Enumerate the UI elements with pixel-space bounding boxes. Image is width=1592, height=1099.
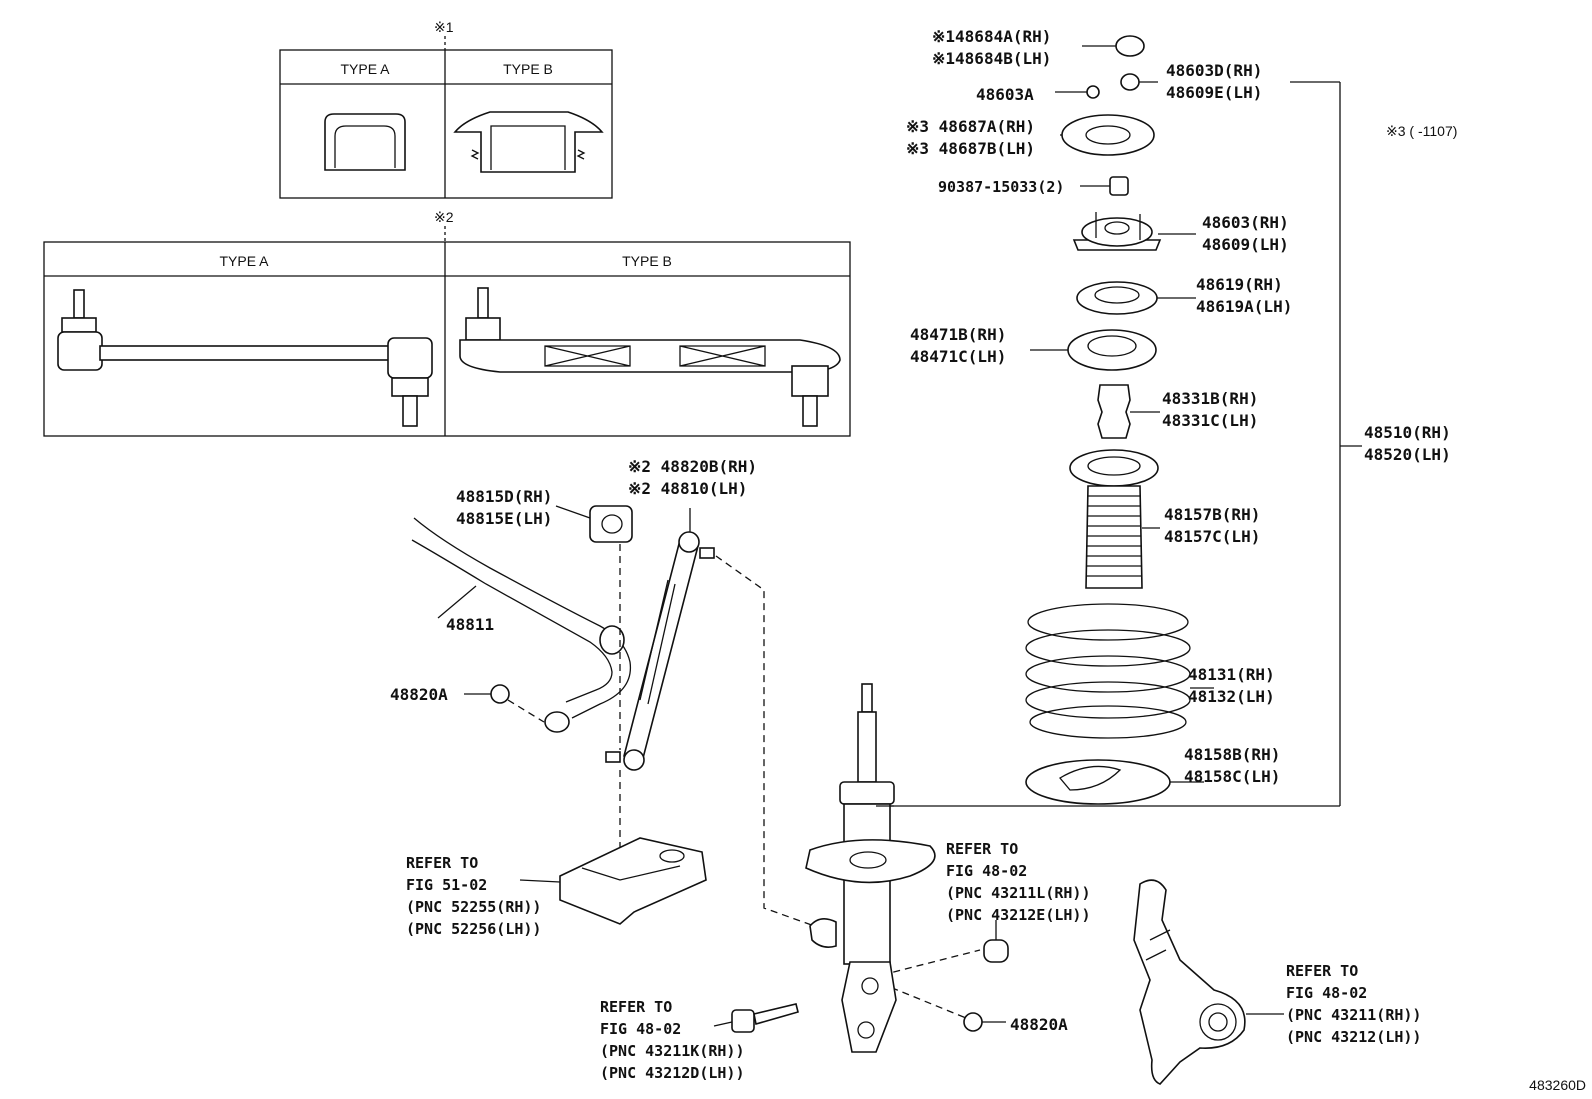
crossmember-52255 (519, 837, 707, 925)
stabilizer-bar-48811 (413, 517, 632, 719)
assembly-bracket (876, 81, 1362, 807)
steering-knuckle-43211 (1133, 879, 1284, 1085)
label-48157c: 48157C(LH) (1164, 527, 1260, 546)
label-90387: 90387-15033(2) (938, 178, 1064, 196)
box2-type-b: TYPE B (622, 253, 672, 269)
reference-labels: REFER TO FIG 51-02 (PNC 52255(RH)) (PNC … (406, 840, 1421, 1082)
ref1-line3: (PNC 52255(RH)) (406, 898, 541, 916)
label-48811: 48811 (446, 615, 494, 634)
label-48157b: 48157B(RH) (1164, 505, 1260, 524)
label-48520: 48520(LH) (1364, 445, 1451, 464)
bumper-48331 (1097, 384, 1131, 439)
label-48684a: ※148684A(RH) (932, 27, 1051, 46)
label-48331c: 48331C(LH) (1162, 411, 1258, 430)
label-48471b: 48471B(RH) (910, 325, 1006, 344)
box2-type-a: TYPE A (219, 253, 269, 269)
label-48609e: 48609E(LH) (1166, 83, 1262, 102)
label-48132: 48132(LH) (1188, 687, 1275, 706)
box1-type-a: TYPE A (340, 61, 390, 77)
bushing-type-b-drawing (453, 111, 604, 173)
ref4-line3: (PNC 43211(RH)) (1286, 1006, 1421, 1024)
link-type-b-drawing (459, 287, 841, 427)
ref2-line4: (PNC 43212E(LH)) (946, 906, 1091, 924)
label-48158b: 48158B(RH) (1184, 745, 1280, 764)
ref4-line4: (PNC 43212(LH)) (1286, 1028, 1421, 1046)
label-48687a: ※3 48687A(RH) (906, 117, 1035, 136)
ref2-line3: (PNC 43211L(RH)) (946, 884, 1091, 902)
plate-48687 (1061, 114, 1155, 156)
label-48820a-1: 48820A (390, 685, 448, 704)
label-48815d: 48815D(RH) (456, 487, 552, 506)
ref1-line4: (PNC 52256(LH)) (406, 920, 541, 938)
mark-3-note: ※3 ( -1107) (1386, 123, 1457, 139)
label-48131: 48131(RH) (1188, 665, 1275, 684)
label-48609: 48609(LH) (1202, 235, 1289, 254)
ref3-line2: FIG 48-02 (600, 1020, 681, 1038)
label-48471c: 48471C(LH) (910, 347, 1006, 366)
nut-48820a-1 (490, 684, 510, 704)
coil-spring-48131 (1025, 603, 1214, 739)
ref4-line2: FIG 48-02 (1286, 984, 1367, 1002)
ref1-line2: FIG 51-02 (406, 876, 487, 894)
label-48619a: 48619A(LH) (1196, 297, 1292, 316)
bushing-type-a-drawing (324, 113, 406, 171)
bolt-43211k (713, 1003, 799, 1033)
ref3-line4: (PNC 43212D(LH)) (600, 1064, 745, 1082)
label-48820b: ※2 48820B(RH) (628, 457, 757, 476)
label-48687b: ※3 48687B(LH) (906, 139, 1035, 158)
part-labels: ※148684A(RH) ※148684B(LH) 48603A 48603D(… (390, 27, 1457, 1034)
stabilizer-link-48820b (623, 538, 699, 764)
label-48820a-2: 48820A (1010, 1015, 1068, 1034)
label-48510: 48510(RH) (1364, 423, 1451, 442)
bushing-90387 (1109, 176, 1129, 196)
diagram-id: 483260D (1529, 1077, 1586, 1093)
label-48603a: 48603A (976, 85, 1034, 104)
mark-1: ※1 (434, 19, 454, 35)
stabilizer-assembly (411, 505, 981, 1019)
cap-48684 (1115, 35, 1145, 57)
label-48158c: 48158C(LH) (1184, 767, 1280, 786)
nut-48820a-2 (963, 1012, 983, 1032)
label-48331b: 48331B(RH) (1162, 389, 1258, 408)
label-48603: 48603(RH) (1202, 213, 1289, 232)
nut-48603a (1086, 85, 1100, 99)
bushing-43211l (983, 939, 1009, 963)
strut-mount-parts (1025, 35, 1214, 805)
mark-2: ※2 (434, 209, 454, 225)
boot-48157 (1069, 449, 1160, 589)
label-48603d: 48603D(RH) (1166, 61, 1262, 80)
ref3-line3: (PNC 43211K(RH)) (600, 1042, 745, 1060)
ref3-line1: REFER TO (600, 998, 672, 1016)
label-48815e: 48815E(LH) (456, 509, 552, 528)
label-48810: ※2 48810(LH) (628, 479, 747, 498)
label-48619: 48619(RH) (1196, 275, 1283, 294)
inset-box-1: ※1 TYPE A TYPE B (279, 19, 613, 199)
inset-box-2: ※2 TYPE A TYPE B (43, 209, 851, 437)
ref4-line1: REFER TO (1286, 962, 1358, 980)
ref2-line1: REFER TO (946, 840, 1018, 858)
link-type-a-drawing (57, 289, 433, 427)
label-48684b: ※148684B(LH) (932, 49, 1051, 68)
bushing-48815 (589, 505, 633, 543)
ref2-line2: FIG 48-02 (946, 862, 1027, 880)
box1-type-b: TYPE B (503, 61, 553, 77)
nut-48603d (1120, 73, 1140, 91)
strut-shock-absorber (805, 683, 936, 1053)
ref1-line1: REFER TO (406, 854, 478, 872)
